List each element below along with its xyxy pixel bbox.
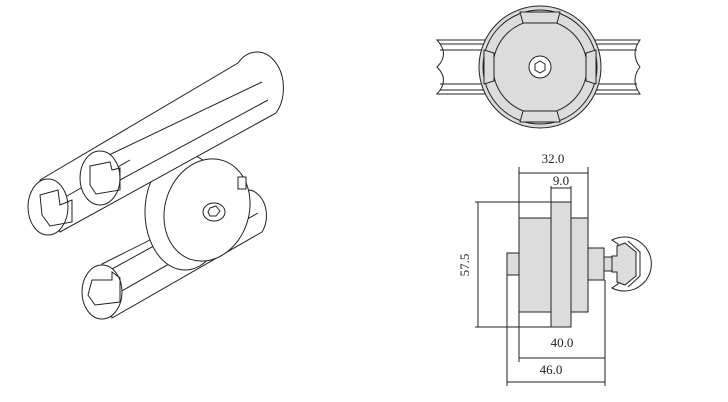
dimension-lines	[475, 167, 606, 386]
hex-socket-icon	[528, 55, 552, 79]
side-view: 32.0 9.0 57.5 40.0 46.0	[457, 151, 652, 386]
clamp-disc	[144, 153, 251, 271]
top-view	[435, 5, 641, 129]
dim-height: 57.5	[457, 254, 472, 277]
dim-flange-thickness: 9.0	[553, 173, 569, 188]
dim-total-length: 46.0	[540, 362, 563, 377]
dim-overall-depth: 32.0	[542, 151, 565, 166]
hex-socket-icon	[202, 202, 226, 222]
upper-tube	[27, 51, 284, 236]
dim-body-length: 40.0	[551, 335, 574, 350]
isometric-view	[27, 51, 284, 320]
